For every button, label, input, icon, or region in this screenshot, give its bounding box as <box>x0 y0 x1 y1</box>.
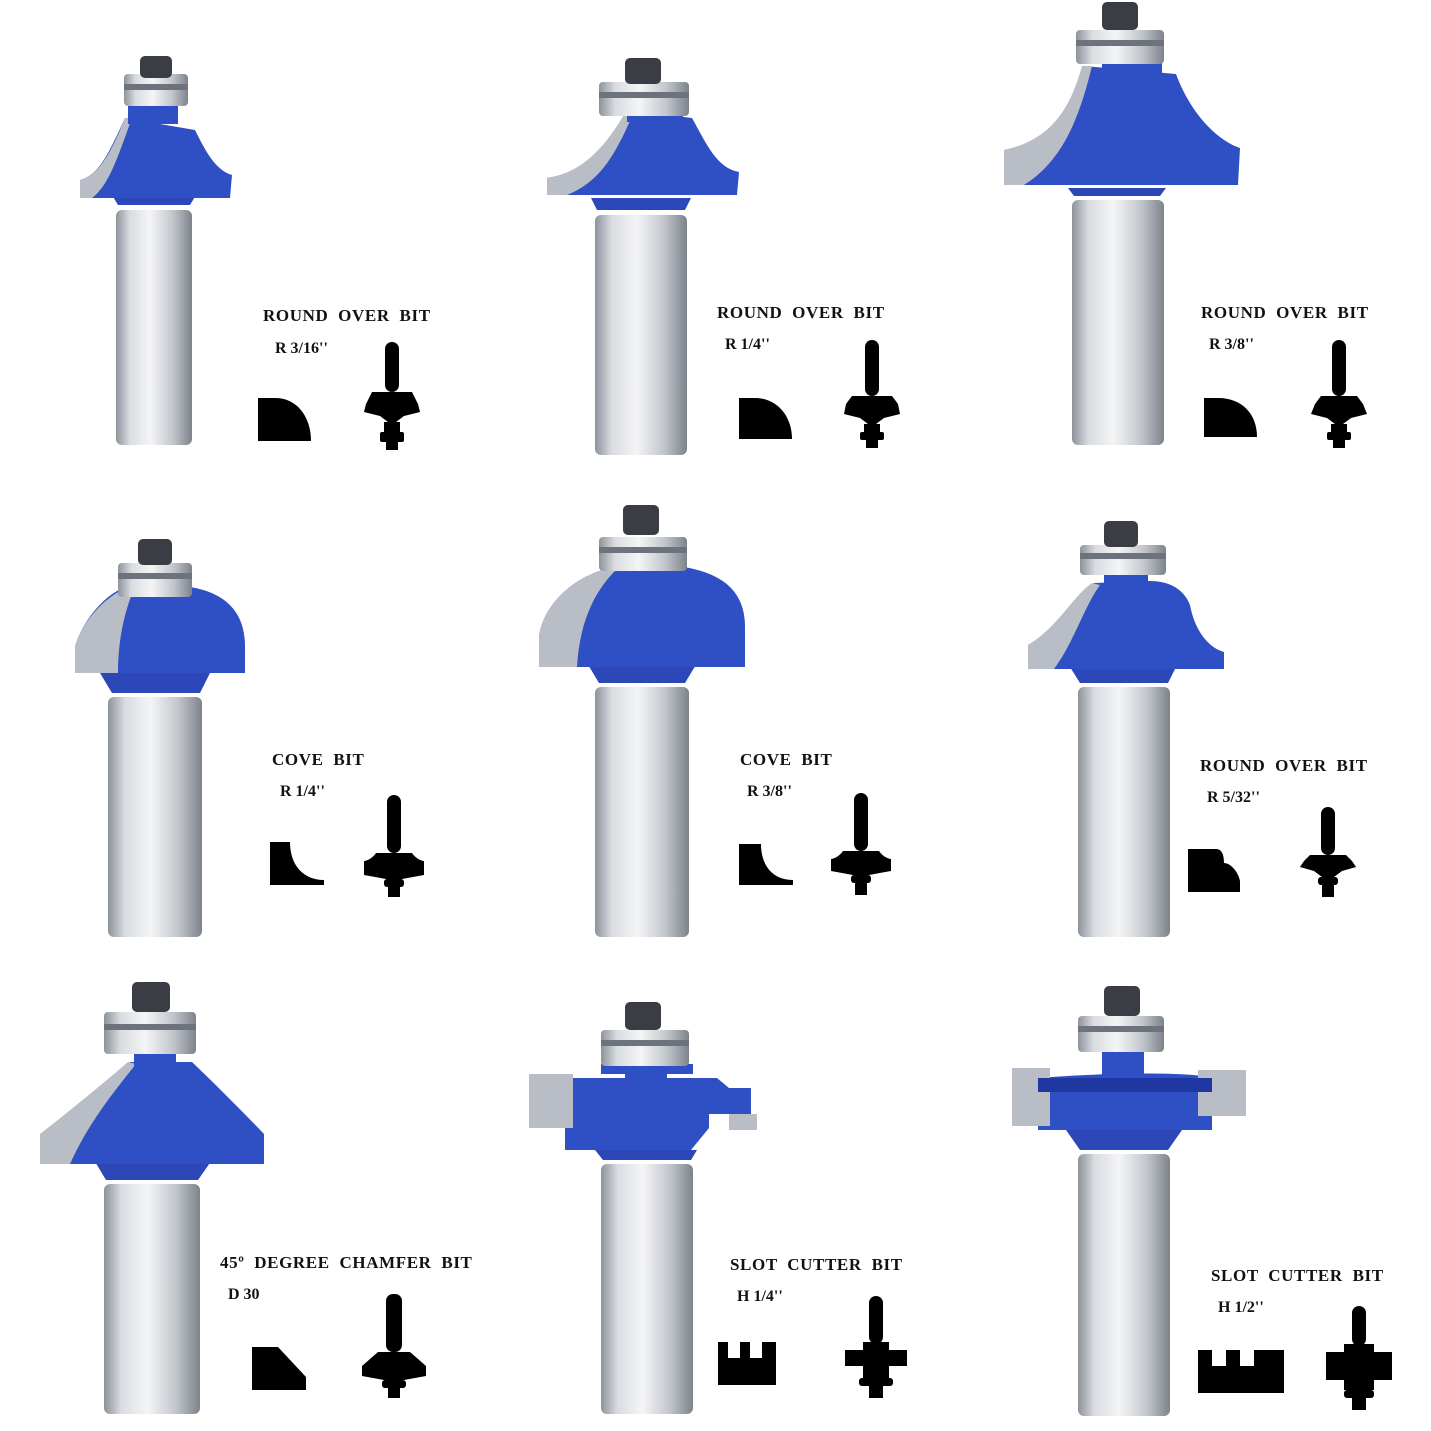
bit-cell-2: ROUND OVER BIT R 1/4'' <box>477 0 954 477</box>
round-over-bit-silhouette-icon <box>844 340 900 448</box>
router-bit-photo <box>40 982 264 1414</box>
bit-cell-4: COVE BIT R 1/4'' <box>0 477 477 954</box>
bit-name: ROUND OVER BIT <box>717 303 885 322</box>
bit-size: H 1/4'' <box>737 1288 783 1305</box>
bit-name: SLOT CUTTER BIT <box>1211 1266 1384 1285</box>
bit-name: COVE BIT <box>740 750 833 769</box>
bit-size: D 30 <box>228 1286 260 1303</box>
chamfer-profile-icon <box>252 1347 306 1390</box>
router-bit-photo <box>1012 986 1246 1416</box>
round-over-bit-silhouette-icon <box>364 342 420 450</box>
cove-bit-silhouette-icon <box>364 795 424 897</box>
cove-bit-silhouette-icon <box>831 793 891 895</box>
bit-name: ROUND OVER BIT <box>263 306 431 325</box>
beading-profile-icon <box>1188 849 1240 892</box>
bit-size: R 3/16'' <box>275 340 328 357</box>
chamfer-bit-silhouette-icon <box>362 1294 426 1398</box>
bit-cell-9: SLOT CUTTER BIT H 1/2'' <box>954 954 1431 1431</box>
cove-profile-icon <box>739 844 793 885</box>
router-bit-photo <box>539 505 745 937</box>
bit-name: ROUND OVER BIT <box>1201 303 1369 322</box>
bit-size: R 3/8'' <box>1209 336 1254 353</box>
router-bit-photo <box>547 58 739 455</box>
slot-cutter-bit-silhouette-icon <box>1326 1306 1392 1410</box>
slot-profile-icon <box>1198 1350 1284 1393</box>
bit-name: 45º DEGREE CHAMFER BIT <box>220 1253 473 1272</box>
round-over-profile-icon <box>1204 398 1257 437</box>
round-over-profile-icon <box>739 398 792 439</box>
bit-size: R 1/4'' <box>280 783 325 800</box>
bit-name: SLOT CUTTER BIT <box>730 1255 903 1274</box>
bit-cell-5: COVE BIT R 3/8'' <box>477 477 954 954</box>
bit-cell-8: SLOT CUTTER BIT H 1/4'' <box>477 954 954 1431</box>
round-over-bit-silhouette-icon <box>1300 807 1356 897</box>
router-bit-photo <box>1004 2 1240 445</box>
bit-size: R 1/4'' <box>725 336 770 353</box>
bit-name: COVE BIT <box>272 750 365 769</box>
router-bit-photo <box>1028 521 1224 937</box>
round-over-profile-icon <box>258 398 311 441</box>
slot-cutter-bit-silhouette-icon <box>845 1296 907 1398</box>
router-bit-photo <box>529 1002 757 1414</box>
bit-size: H 1/2'' <box>1218 1299 1264 1316</box>
bit-cell-3: ROUND OVER BIT R 3/8'' <box>954 0 1431 477</box>
bit-cell-6: ROUND OVER BIT R 5/32'' <box>954 477 1431 954</box>
bit-cell-1: ROUND OVER BIT R 3/16'' <box>0 0 477 477</box>
bit-size: R 5/32'' <box>1207 789 1260 806</box>
cove-profile-icon <box>270 842 324 885</box>
bit-name: ROUND OVER BIT <box>1200 756 1368 775</box>
slot-profile-icon <box>718 1342 776 1385</box>
router-bit-photo <box>75 539 245 937</box>
bit-size: R 3/8'' <box>747 783 792 800</box>
round-over-bit-silhouette-icon <box>1311 340 1367 448</box>
router-bit-photo <box>80 56 232 445</box>
bit-cell-7: 45º DEGREE CHAMFER BIT D 30 <box>0 954 477 1431</box>
